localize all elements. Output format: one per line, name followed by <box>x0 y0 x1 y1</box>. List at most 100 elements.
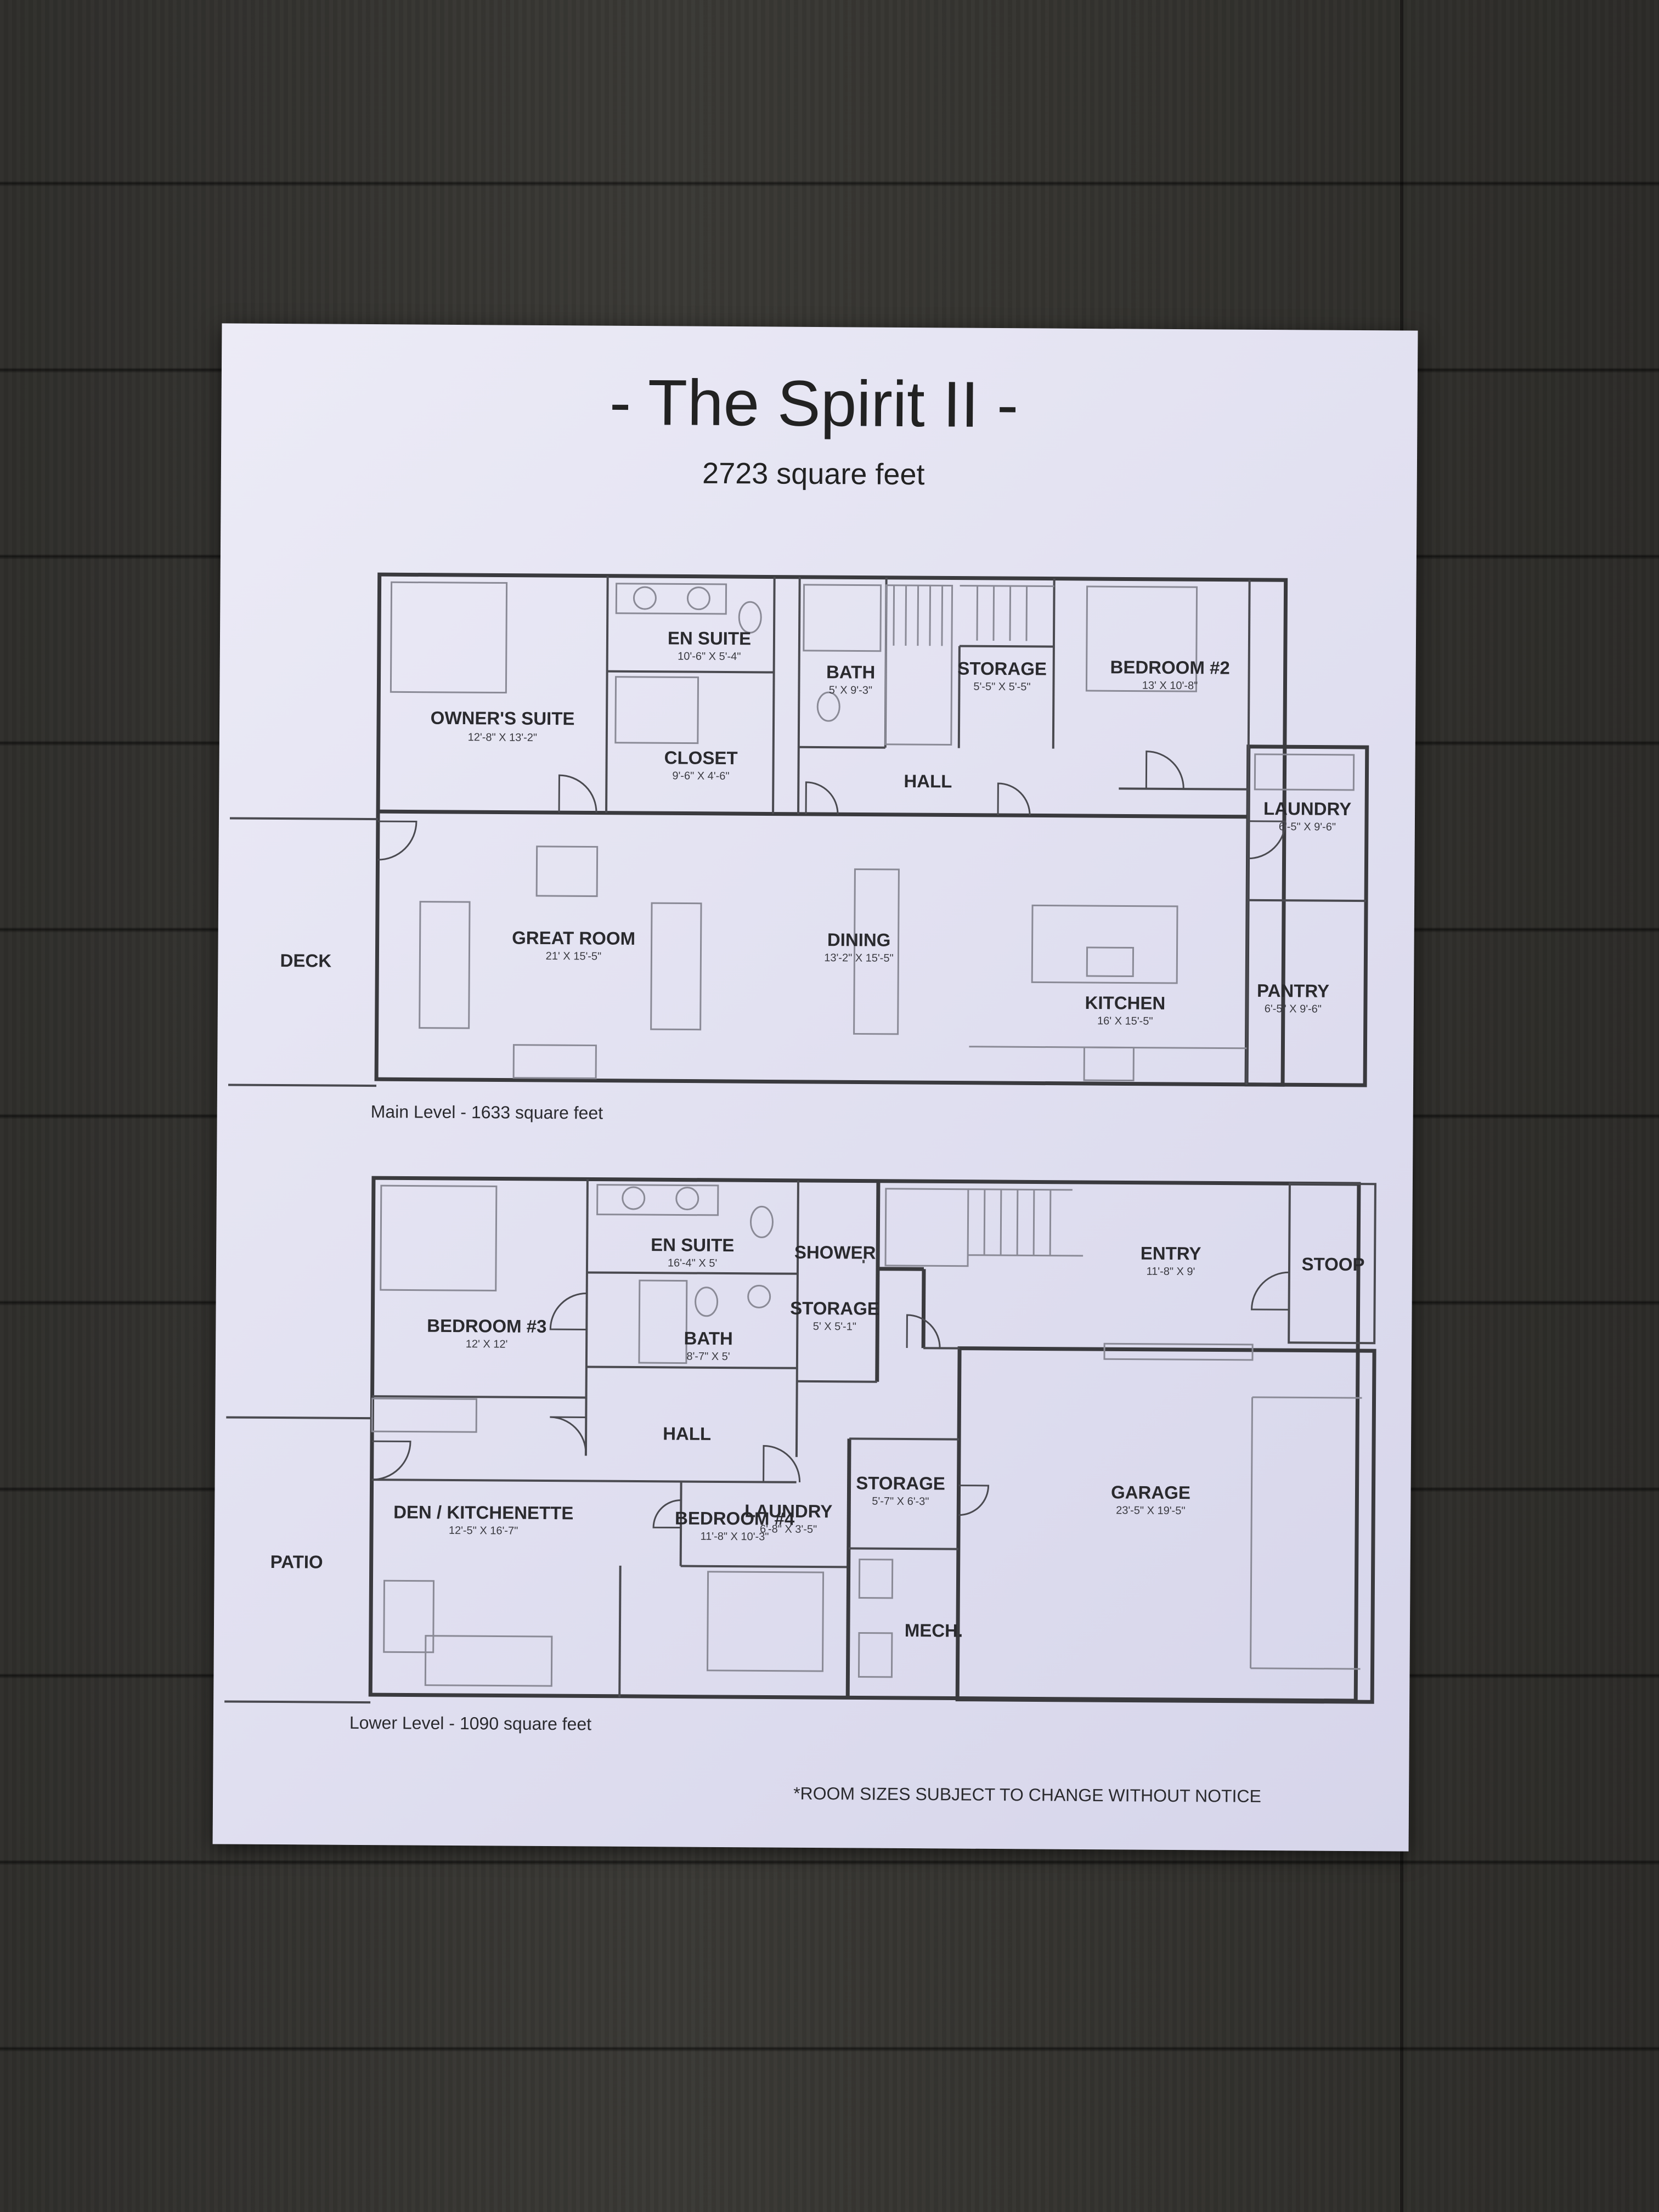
room-closet-dim: 9'-6" X 4'-6" <box>672 770 729 782</box>
room-size-footnote: *ROOM SIZES SUBJECT TO CHANGE WITHOUT NO… <box>793 1784 1261 1806</box>
toilet-icon <box>738 601 762 634</box>
garage-door-line-top <box>1252 1396 1362 1399</box>
kitchen-sink-icon <box>1086 946 1135 978</box>
floor-plan-sheet: - The Spirit II - 2723 square feet <box>212 323 1418 1852</box>
room-lower-bath-name: BATH <box>684 1328 732 1349</box>
storage-mech-divider <box>848 1547 958 1550</box>
room-main-bath-name: BATH <box>826 662 875 682</box>
room-lower-storage2-name: STORAGE <box>856 1472 945 1493</box>
floor-plan-drawing: - The Spirit II - 2723 square feet <box>224 366 1376 1806</box>
room-closet-name: CLOSET <box>664 747 738 768</box>
room-pantry-dim: 6'-5" X 9'-6" <box>1265 1003 1322 1015</box>
bath-bottom-wall <box>586 1365 797 1369</box>
room-kitchen-name: KITCHEN <box>1085 992 1166 1013</box>
entry-left-wall <box>921 1269 926 1348</box>
sink-icon <box>747 1284 771 1308</box>
sink-icon <box>686 586 710 611</box>
lower-shower-icon <box>638 1279 688 1364</box>
plan-title: - The Spirit II - <box>610 366 1019 442</box>
main-upper-row-wall <box>378 809 1249 819</box>
room-lower-laundry-dim: 6'-8" X 3'-5" <box>760 1523 817 1536</box>
room-owners-suite-name: OWNER'S SUITE <box>431 708 575 729</box>
stoop-label: STOOP <box>1301 1254 1364 1274</box>
storage-bottom-wall <box>797 1380 877 1383</box>
lower-level-exterior-wall <box>368 1176 1361 1703</box>
deck-line-top <box>229 817 378 821</box>
bath-bottom-wall <box>798 746 885 749</box>
kitchen-right-wall <box>1245 579 1251 1085</box>
main-level-caption: Main Level - 1633 square feet <box>371 1102 603 1123</box>
room-bedroom4-dim: 11'-8" X 10'-3" <box>700 1531 769 1543</box>
room-lower-laundry-name: LAUNDRY <box>744 1500 832 1521</box>
lower-level-plan <box>224 1176 1376 1704</box>
room-main-hall-name: HALL <box>904 771 952 792</box>
stair-wall <box>875 1181 881 1382</box>
furnace-icon <box>857 1632 893 1678</box>
room-main-storage-name: STORAGE <box>957 658 1047 679</box>
main-doors <box>377 751 1286 861</box>
main-level-plan <box>228 572 1369 1087</box>
great-room-chair <box>535 845 599 898</box>
room-great-room-dim: 21' X 15'-5" <box>546 950 602 963</box>
bedroom3-bed <box>380 1184 498 1291</box>
room-bedroom3-dim: 12' X 12' <box>466 1338 508 1350</box>
room-den-kitchenette-dim: 12'-5" X 16'-7" <box>449 1525 518 1537</box>
room-lower-storage1-dim: 5' X 5'-1" <box>813 1321 856 1333</box>
bath-inner-wall <box>797 577 801 814</box>
bath-storage-wall <box>795 1180 799 1457</box>
garage-door-line-bottom <box>1250 1667 1361 1670</box>
room-dining-dim: 13'-2" X 15'-5" <box>824 952 893 964</box>
dining-table <box>853 868 900 1035</box>
room-lower-storage2-dim: 5'-7" X 6'-3" <box>872 1496 929 1508</box>
room-bedroom2-dim: 13' X 10'-8" <box>1142 680 1198 692</box>
deck-label: DECK <box>280 950 332 971</box>
room-lower-ensuite-name: EN SUITE <box>651 1234 734 1255</box>
owners-bed <box>390 581 508 694</box>
bedroom2-bottom-wall <box>1119 787 1249 791</box>
room-entry-name: ENTRY <box>1141 1243 1201 1264</box>
ensuite-vanity <box>615 583 727 615</box>
garage-wall <box>955 1346 1376 1704</box>
patio-label: PATIO <box>270 1551 323 1572</box>
ensuite-bath-wall <box>772 577 776 814</box>
sink-icon <box>622 1186 646 1210</box>
ensuite-bath-wall <box>586 1271 798 1275</box>
den-sofa <box>424 1635 553 1687</box>
lower-fixtures <box>371 1184 1254 1687</box>
room-main-storage-dim: 5'-5" X 5'-5" <box>973 681 1030 693</box>
den-chair <box>383 1579 435 1654</box>
den-bedroom4-wall <box>618 1565 622 1697</box>
room-lower-storage1-name: STORAGE <box>790 1298 879 1319</box>
storage-top-wall <box>849 1437 960 1441</box>
room-main-ensuite-dim: 10'-6" X 5'-4" <box>678 650 741 663</box>
patio-line-bottom <box>224 1700 371 1704</box>
room-garage-name: GARAGE <box>1111 1482 1190 1503</box>
storage-right-wall <box>1052 578 1056 749</box>
toilet-icon <box>695 1286 719 1317</box>
room-lower-hall-name: HALL <box>663 1423 711 1444</box>
room-bedroom2-name: BEDROOM #2 <box>1110 657 1229 678</box>
toilet-icon <box>749 1205 774 1238</box>
room-dining-name: DINING <box>827 929 891 950</box>
room-lower-ensuite-dim: 16'-4" X 5' <box>668 1257 717 1269</box>
lower-ensuite-vanity <box>596 1184 719 1216</box>
kitchen-island <box>1031 904 1178 984</box>
laundry-pantry-divider <box>1248 899 1367 902</box>
storage-mech-left-wall <box>845 1438 851 1699</box>
main-fixtures <box>390 581 1355 1082</box>
room-shower-name: SHOWER <box>794 1242 876 1263</box>
bedroom3-right-wall <box>584 1179 589 1456</box>
room-kitchen-dim: 16' X 15'-5" <box>1097 1015 1153 1028</box>
room-great-room-name: GREAT ROOM <box>512 928 635 949</box>
great-room-sofa-left <box>419 901 471 1029</box>
bedroom4-bed <box>706 1571 825 1672</box>
owners-suite-wall <box>605 575 609 813</box>
room-den-kitchenette-name: DEN / KITCHENETTE <box>393 1502 573 1523</box>
room-main-laundry-dim: 6'-5" X 9'-6" <box>1279 821 1336 833</box>
room-entry-dim: 11'-8" X 9' <box>1146 1266 1195 1278</box>
room-garage-dim: 23'-5" X 19'-5" <box>1116 1504 1185 1517</box>
ensuite-closet-wall <box>607 670 774 674</box>
bedroom2-bed <box>1085 585 1198 692</box>
sink-icon <box>675 1187 699 1211</box>
room-mech-name: MECH. <box>905 1620 963 1641</box>
